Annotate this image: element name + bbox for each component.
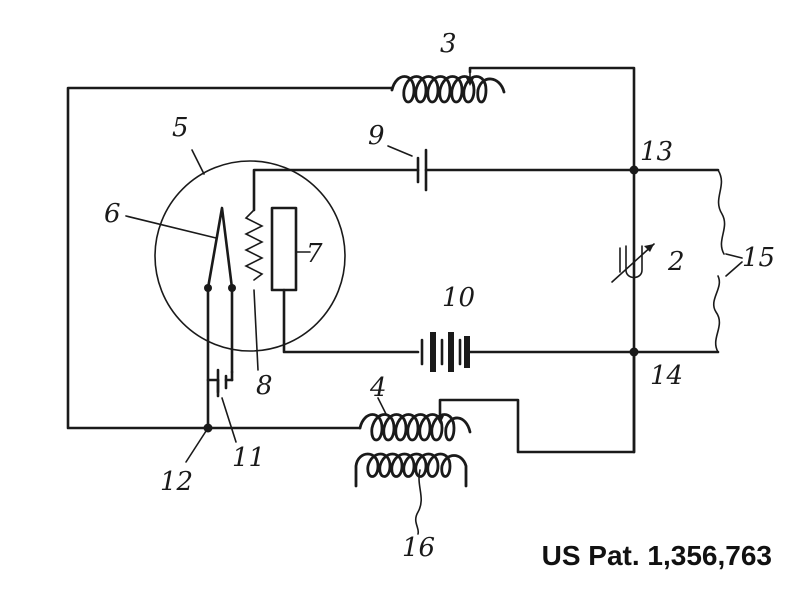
leader-6 [125,215,217,239]
leader-16 [414,469,422,535]
battery-11 [206,368,234,394]
label-6: 6 [104,199,121,229]
output-line-15-bottom [712,275,721,353]
patent-caption: US Pat. 1,356,763 [541,540,772,571]
inductor-3 [390,69,506,104]
wire-grid-top [252,168,420,212]
label-2: 2 [667,247,685,277]
leader-5 [191,149,205,175]
wire-plate-bottom [282,288,420,354]
label-15: 15 [742,243,775,273]
wire-coil3-to-right [438,66,636,454]
wire-left-outer [66,86,394,430]
transformer-primary-4 [358,413,472,442]
leader-9 [387,145,413,157]
label-5: 5 [172,113,189,143]
label-16: 16 [402,533,435,563]
label-7: 7 [306,239,323,269]
junction-13 [629,165,639,175]
output-line-15-top [717,169,726,255]
label-14: 14 [650,361,683,391]
label-13: 13 [640,137,673,167]
leader-12 [185,427,209,463]
label-8: 8 [256,371,273,401]
plate-7 [270,206,298,292]
label-12: 12 [160,467,193,497]
leader-11 [221,397,237,443]
leader-4 [377,397,387,415]
leader-15 [725,253,743,277]
battery-10 [420,332,470,372]
tube-envelope-5 [154,160,346,352]
label-10: 10 [442,283,475,313]
grid-8 [244,209,264,281]
label-3: 3 [440,29,457,59]
filament-6 [204,206,236,292]
label-4: 4 [369,373,387,403]
label-9: 9 [368,121,385,151]
variable-capacitor-2 [611,243,655,283]
leader-8 [253,289,259,371]
label-11: 11 [232,443,265,473]
transformer-secondary-16 [354,452,468,488]
